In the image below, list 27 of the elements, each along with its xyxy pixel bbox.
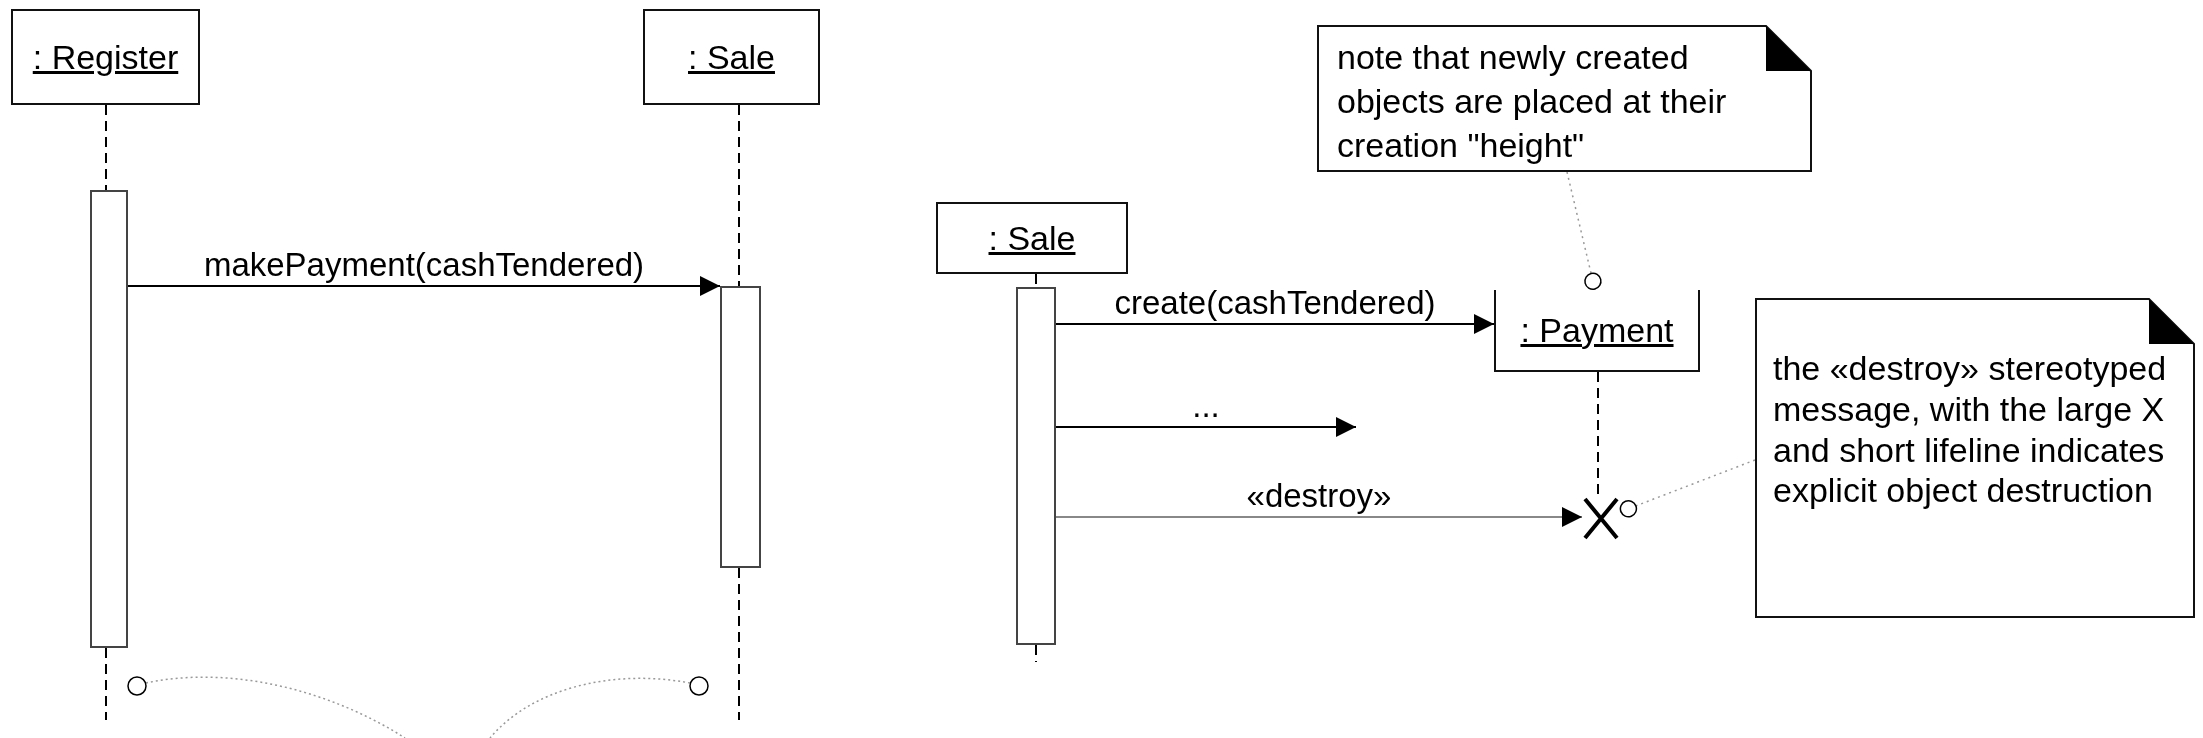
activation-bar [90,190,128,648]
note-text: the «destroy» stereotyped message, with the large X and short lifeline indicates explicit object destruction [1773,348,2168,512]
activation-bar [720,286,761,568]
message-arrow [1055,417,1357,437]
message-arrow [1055,314,1495,334]
activation-bar [1016,287,1056,645]
destruction-x [1582,497,1620,540]
lifeline [738,567,740,721]
leader-line [1619,459,1756,518]
note-box [1317,25,1812,172]
lifeline [1035,644,1037,663]
object-box [643,9,820,105]
lifeline [738,104,740,287]
object-name: : Payment [1520,310,1674,350]
object-name: : Sale [688,37,775,77]
leader-line [1566,171,1602,291]
message-arrow [1055,507,1583,527]
message-arrow [127,276,721,296]
note-box [1755,298,2195,618]
lifeline [105,647,107,721]
object-name: : Sale [988,218,1076,258]
object-box [936,202,1128,274]
object-box [1494,290,1700,372]
object-box [11,9,200,105]
note-text: note that newly created objects are placed at their creation "height" [1337,37,1728,167]
lifeline [105,104,107,191]
object-name: : Register [32,37,179,77]
